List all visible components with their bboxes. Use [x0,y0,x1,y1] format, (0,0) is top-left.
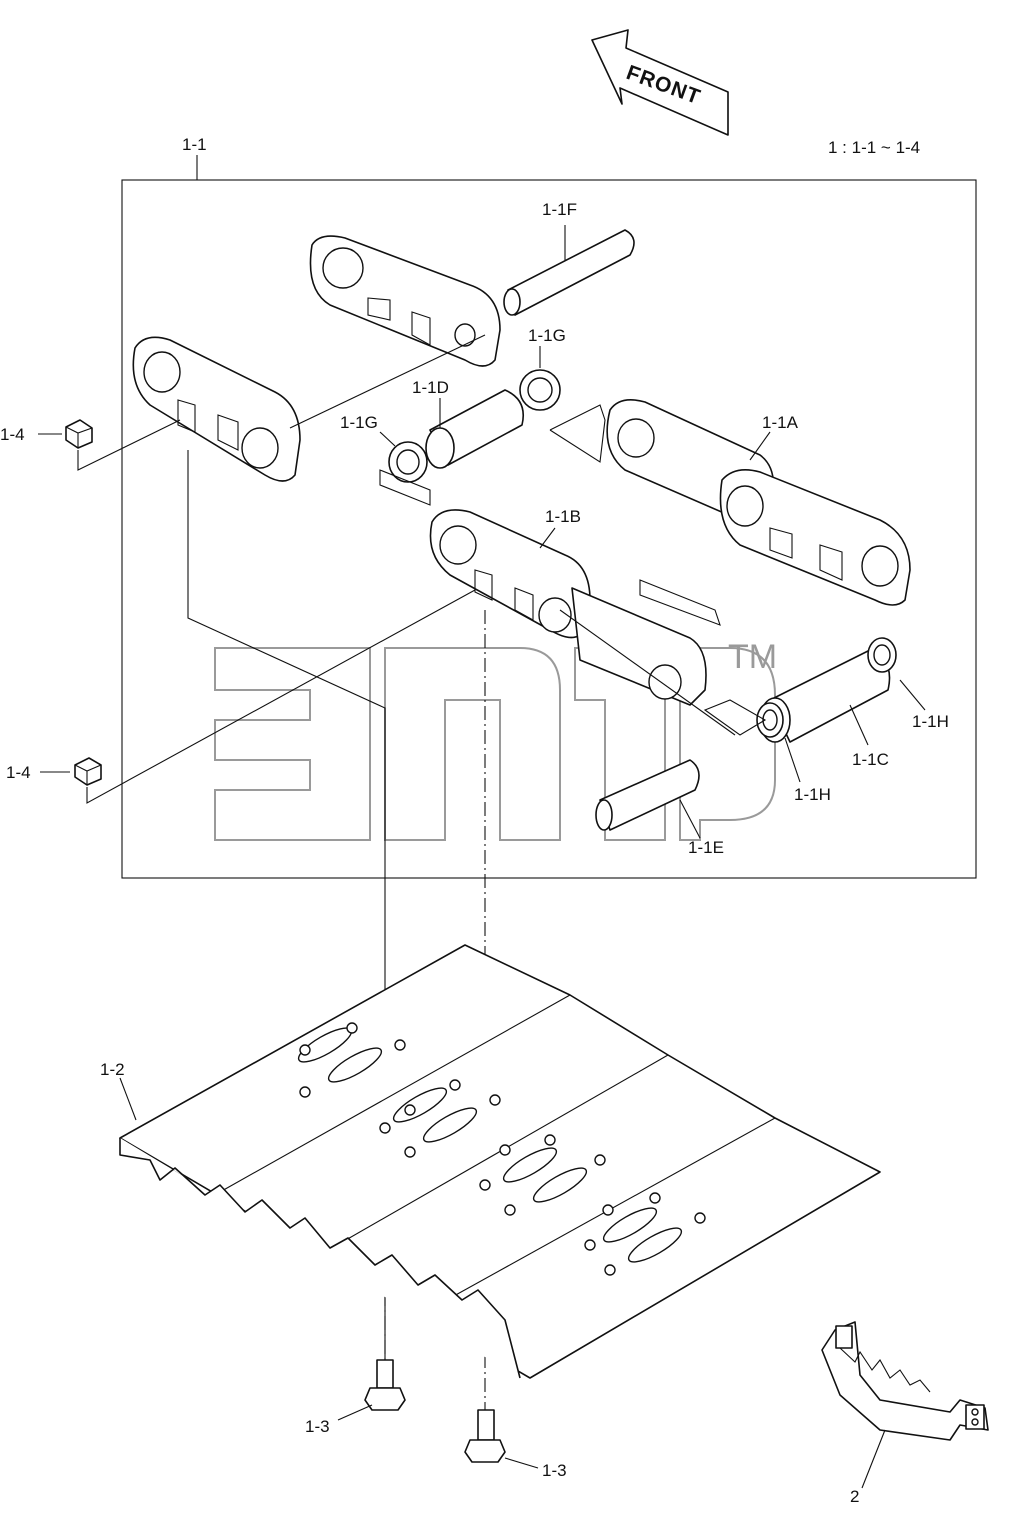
track-link-1-1a [606,399,911,606]
label-1-1e: 1-1E [688,838,724,857]
label-1-1h-bottom: 1-1H [794,785,831,804]
seal-1-1g-top [519,369,561,411]
seal-1-1h-left [756,702,784,738]
label-1-2: 1-2 [100,1060,125,1079]
label-1-1d: 1-1D [412,378,449,397]
bracket-2 [821,1321,989,1441]
watermark-tm: TM [728,638,777,676]
track-link-top [309,235,501,367]
label-1-1: 1-1 [182,135,207,154]
nut-1-4-top [65,419,93,449]
track-link-1-1b [429,509,707,706]
scope-note: 1 : 1-1 ~ 1-4 [828,138,920,157]
label-1-4-bottom: 1-4 [6,763,31,782]
track-link-left [132,336,301,482]
label-1-1c: 1-1C [852,750,889,769]
pin-1-1e [595,759,700,831]
track-shoes-1-2 [119,944,881,1379]
bushing-1-1d [425,389,524,469]
seal-1-1g-left [388,441,428,483]
bolt-1-3-right [464,1409,506,1463]
pin-1-1f [503,229,635,316]
label-1-1b: 1-1B [545,507,581,526]
label-1-4-top: 1-4 [0,425,25,444]
bolt-1-3-left [364,1359,406,1411]
label-1-1h-right: 1-1H [912,712,949,731]
label-1-1f: 1-1F [542,200,577,219]
assembly-box [121,179,977,879]
seal-1-1h-right [867,637,897,673]
label-1-3-right: 1-3 [542,1461,567,1480]
label-2: 2 [850,1487,859,1506]
label-1-1g-top: 1-1G [528,326,566,345]
label-1-3-left: 1-3 [305,1417,330,1436]
label-1-1g-left: 1-1G [340,413,378,432]
label-1-1a: 1-1A [762,413,799,432]
nut-1-4-bottom [74,757,102,786]
front-arrow: FRONT [591,29,729,136]
